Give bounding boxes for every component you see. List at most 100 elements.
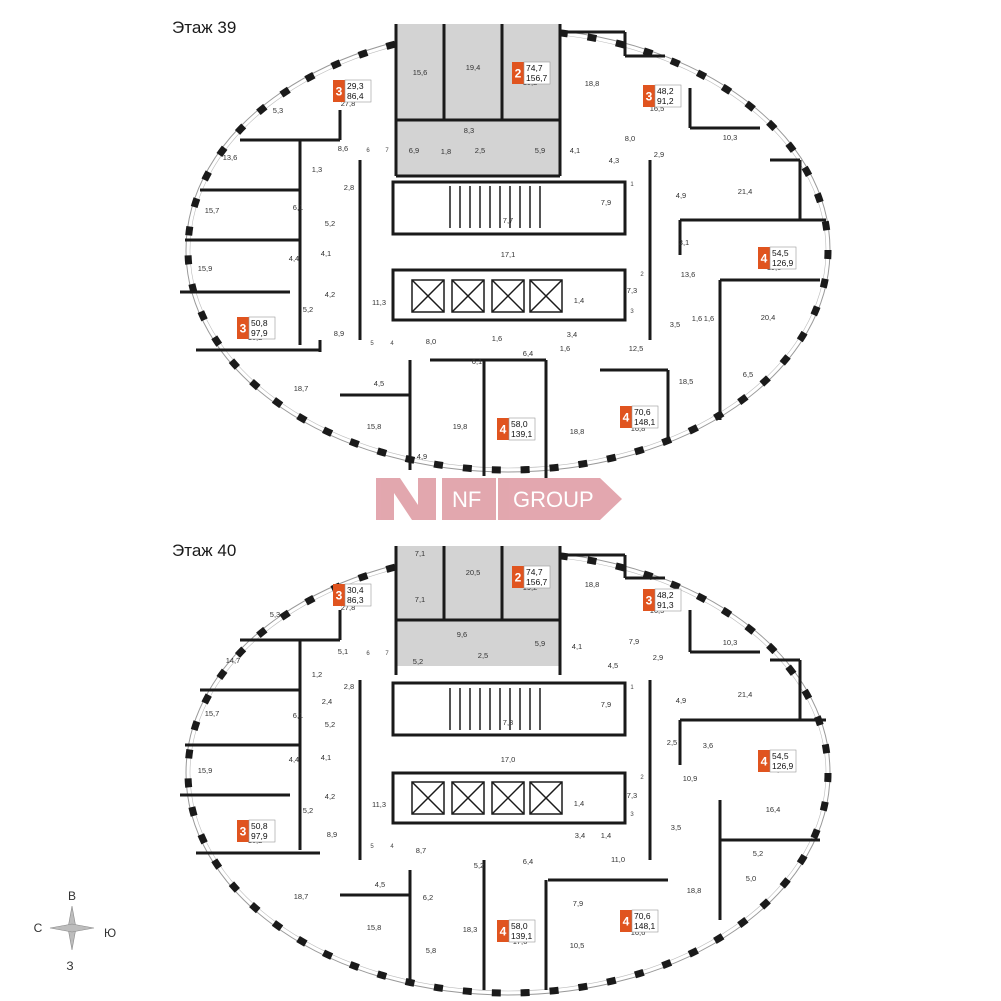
badge-background [758, 750, 770, 772]
badge-total-area: 139,1 [511, 931, 533, 941]
door-number-label: 2 [640, 775, 644, 781]
room-area-label: 2,5 [475, 146, 485, 155]
compass-south-label: З [66, 959, 73, 973]
badge-value-box [508, 919, 536, 943]
room-area-label: 11,3 [372, 298, 386, 307]
room-area-label: 18,7 [294, 384, 309, 393]
room-area-label: 2,9 [653, 653, 663, 662]
badge-total-area: 126,9 [772, 258, 794, 268]
floor-title: Этаж 39 [172, 18, 236, 37]
badge-value-box [248, 819, 276, 843]
badge-living-area: 58,0 [511, 921, 528, 931]
floor-plan-40: Этаж 40 [172, 541, 832, 997]
watermark-logo: NF GROUP [376, 478, 622, 520]
door-number-label: 7 [385, 651, 389, 657]
badge-living-area: 50,8 [251, 318, 268, 328]
room-area-label: 7,9 [601, 700, 611, 709]
room-area-label: 1,6 [492, 334, 502, 343]
badge-room-count: 2 [515, 571, 522, 585]
badge-living-area: 70,6 [634, 911, 651, 921]
room-area-label: 5,9 [535, 146, 545, 155]
room-area-label: 15,9 [198, 264, 213, 273]
room-area-label: 27,8 [341, 603, 356, 612]
room-area-label: 18,8 [687, 886, 702, 895]
room-area-label: 4,4 [289, 254, 299, 263]
room-area-label: 12,5 [629, 344, 644, 353]
room-area-label: 5,2 [753, 849, 763, 858]
badge-background [643, 589, 655, 611]
room-area-label: 16,8 [631, 424, 646, 433]
badge-total-area: 86,3 [347, 595, 364, 605]
room-area-label: 1,6 [704, 314, 714, 323]
badge-total-area: 97,9 [251, 831, 268, 841]
room-area-label: 4,9 [417, 452, 427, 461]
room-area-label: 8,9 [327, 830, 337, 839]
badge-background [620, 406, 632, 428]
room-area-label: 1,4 [574, 296, 584, 305]
room-area-label: 5,2 [303, 305, 313, 314]
badge-room-count: 3 [240, 825, 247, 839]
room-area-label: 1,6 [560, 344, 570, 353]
room-area-label: 7,8 [503, 718, 513, 727]
door-number-label: 2 [640, 272, 644, 278]
badge-total-area: 156,7 [526, 577, 548, 587]
room-area-label: 8,7 [416, 846, 426, 855]
room-area-label: 20,4 [761, 313, 776, 322]
badge-background [512, 62, 524, 84]
room-area-label: 6,1 [293, 711, 303, 720]
room-area-label: 5,3 [273, 106, 283, 115]
room-area-label: 4,9 [676, 191, 686, 200]
room-area-label: 5,2 [303, 806, 313, 815]
room-area-label: 15,7 [205, 206, 220, 215]
room-area-label: 18,8 [585, 580, 600, 589]
room-area-label: 19,8 [453, 422, 468, 431]
room-area-label: 18,7 [294, 892, 309, 901]
badge-living-area: 70,6 [634, 407, 651, 417]
room-area-label: 9,6 [457, 630, 467, 639]
room-area-label: 5,2 [325, 219, 335, 228]
room-area-label: 4,3 [609, 156, 619, 165]
badge-total-area: 126,9 [772, 761, 794, 771]
badge-living-area: 54,5 [772, 751, 789, 761]
room-area-label: 13,6 [223, 153, 238, 162]
apartment-highlight [396, 24, 560, 176]
room-area-label: 6,4 [523, 349, 533, 358]
room-area-label: 20,5 [466, 568, 481, 577]
room-area-label: 11,3 [372, 800, 386, 809]
door-number-label: 4 [390, 844, 394, 850]
room-area-label: 1,3 [312, 165, 322, 174]
room-area-label: 3,4 [575, 831, 585, 840]
badge-room-count: 4 [761, 252, 768, 266]
watermark-logo-text: NF [452, 487, 481, 512]
badge-value-box [344, 79, 372, 103]
room-area-label: 16,4 [766, 805, 781, 814]
room-area-label: 3,5 [671, 823, 681, 832]
badge-room-count: 3 [646, 90, 653, 104]
room-area-label: 17,1 [501, 250, 516, 259]
badge-value-box [508, 417, 536, 441]
badge-total-area: 86,4 [347, 91, 364, 101]
badge-room-count: 4 [623, 411, 630, 425]
room-area-label: 1,2 [312, 670, 322, 679]
room-area-label: 3,1 [679, 238, 689, 247]
room-area-label: 2,8 [344, 183, 354, 192]
badge-living-area: 30,4 [347, 585, 364, 595]
room-area-label: 2,8 [344, 682, 354, 691]
room-area-label: 6,9 [409, 146, 419, 155]
badge-room-count: 4 [500, 423, 507, 437]
room-area-label: 7,3 [627, 286, 637, 295]
